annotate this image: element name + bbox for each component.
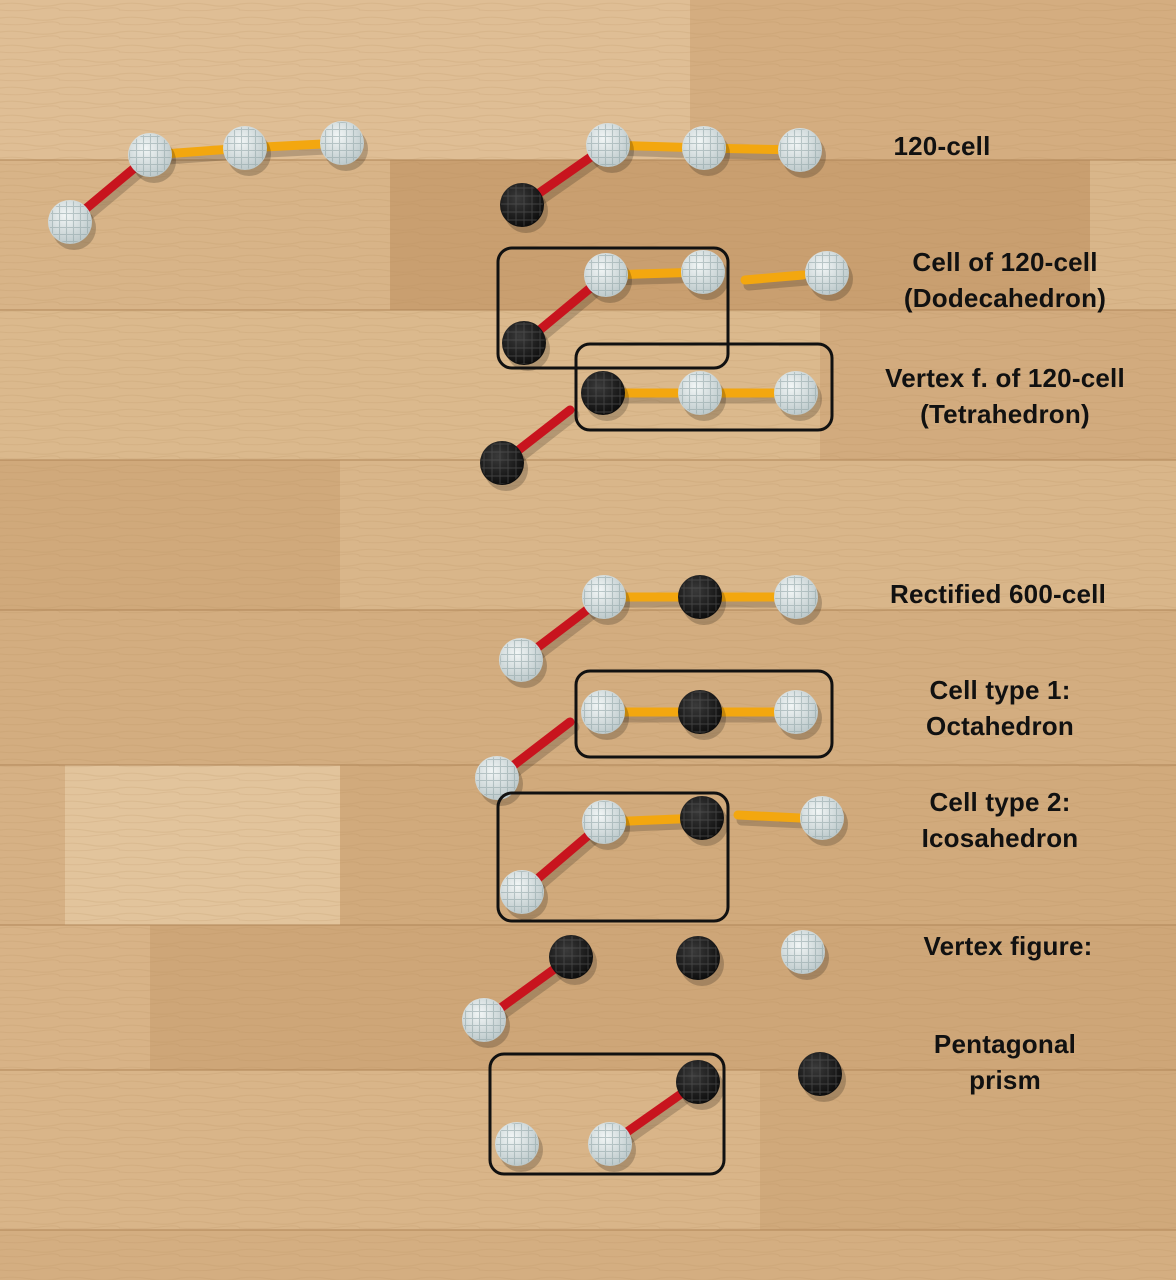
label-pentagonal-prism: Pentagonal prism	[933, 1029, 1077, 1095]
label-120-cell: 120-cell	[893, 131, 991, 161]
label-cell-type-1: Cell type 1: Octahedron	[926, 675, 1074, 741]
zome-models	[48, 121, 853, 1172]
yellow-rod	[733, 810, 805, 823]
frame-cell-120	[496, 246, 730, 370]
frame-cell-type2	[496, 791, 730, 923]
frame-cell-type1	[574, 669, 834, 759]
label-vertex-f-120-cell: Vertex f. of 120-cell (Tetrahedron)	[885, 363, 1125, 429]
label-rectified-600-cell: Rectified 600-cell	[889, 579, 1107, 609]
yellow-rod	[740, 270, 808, 285]
label-vertex-figure: Vertex figure:	[923, 931, 1093, 961]
frame-pent-prism	[488, 1052, 726, 1176]
frame-vertex-120	[574, 342, 834, 432]
label-cell-of-120-cell: Cell of 120-cell (Dodecahedron)	[903, 247, 1107, 313]
label-cell-type-2: Cell type 2: Icosahedron	[921, 787, 1079, 853]
